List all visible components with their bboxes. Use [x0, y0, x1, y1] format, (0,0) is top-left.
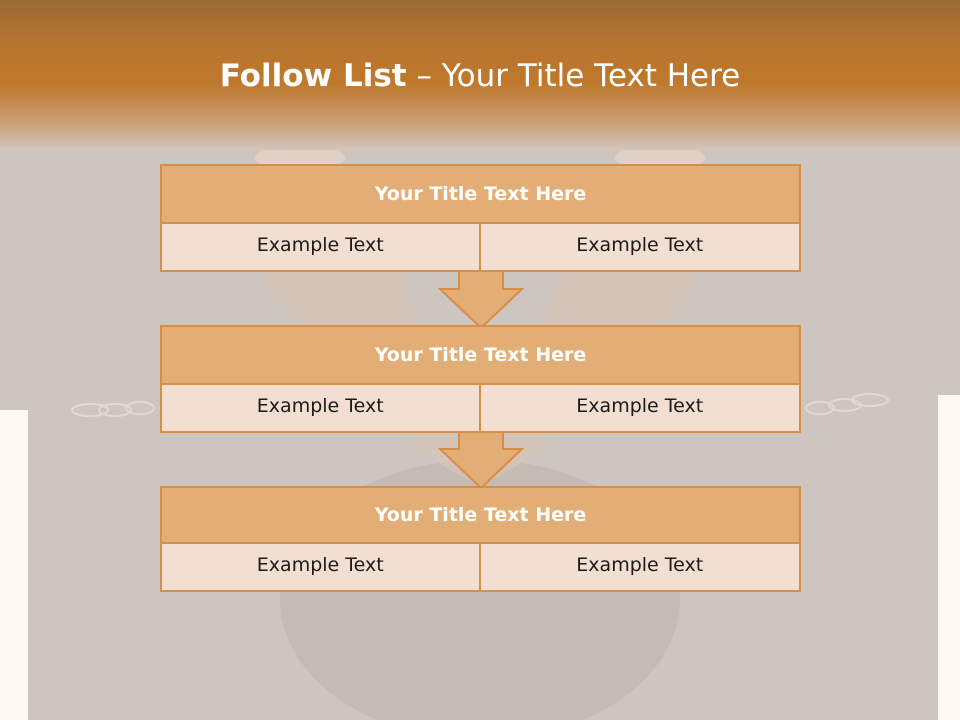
step-1-left-text: Example Text [162, 222, 481, 270]
step-box-1: Your Title Text Here Example Text Exampl… [160, 164, 801, 272]
down-arrow-1 [438, 270, 524, 330]
right-white-panel [938, 395, 960, 720]
down-arrow-2 [438, 430, 524, 490]
left-white-panel [0, 410, 28, 720]
slide-title-bold: Follow List [219, 58, 407, 94]
step-1-right-text: Example Text [576, 234, 704, 256]
step-title-3: Your Title Text Here [162, 488, 799, 544]
step-3-right-text: Example Text [576, 554, 704, 576]
slide-title: Follow List – Your Title Text Here [0, 54, 960, 98]
step-2-left-text: Example Text [162, 383, 481, 431]
step-box-2: Your Title Text Here Example Text Exampl… [160, 325, 801, 433]
step-title-1: Your Title Text Here [162, 166, 799, 224]
step-3-left-text: Example Text [162, 542, 481, 590]
step-box-3: Your Title Text Here Example Text Exampl… [160, 486, 801, 592]
step-2-right-text: Example Text [576, 395, 704, 417]
step-title-2: Your Title Text Here [162, 327, 799, 385]
header-band [0, 0, 960, 150]
slide-title-rest: – Your Title Text Here [416, 58, 741, 94]
